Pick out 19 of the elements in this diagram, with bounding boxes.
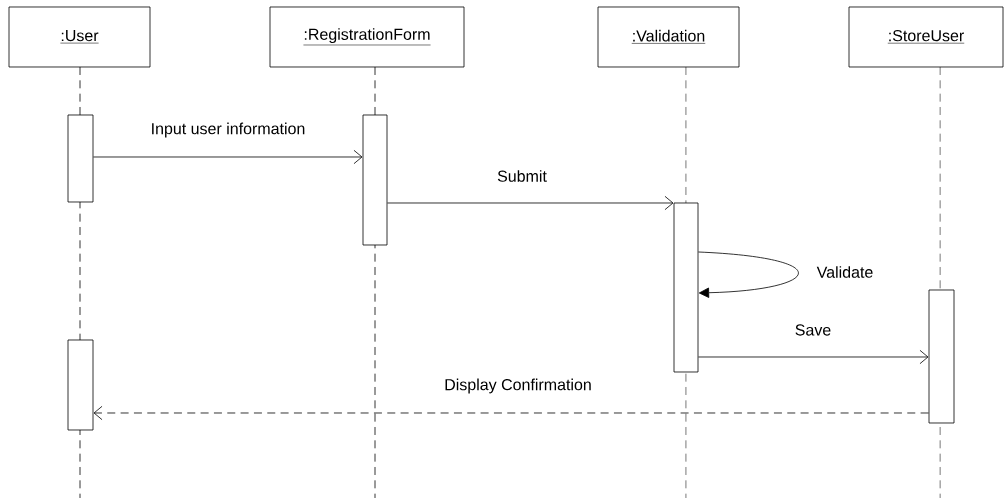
object-box: :Validation (597, 6, 740, 68)
message-label: Display Confirmation (445, 378, 591, 394)
object-box: :RegistrationForm (269, 6, 465, 68)
activation-bar (67, 114, 94, 203)
message-label: Validate (816, 266, 873, 278)
object-box: :StoreUser (848, 6, 1004, 68)
message-arrow (387, 195, 674, 211)
message-arrow (93, 149, 363, 165)
message-label: Input user information (152, 122, 305, 138)
message-arrow (93, 405, 929, 421)
message-arrow (698, 251, 799, 298)
message-label: Save (795, 324, 831, 336)
activation-bar (673, 202, 699, 373)
message-label: Submit (497, 170, 547, 182)
message-arrow (698, 349, 929, 365)
object-box: :User (8, 6, 151, 68)
activation-bar (362, 114, 388, 246)
activation-bar (67, 339, 94, 431)
activation-bar (928, 289, 955, 424)
